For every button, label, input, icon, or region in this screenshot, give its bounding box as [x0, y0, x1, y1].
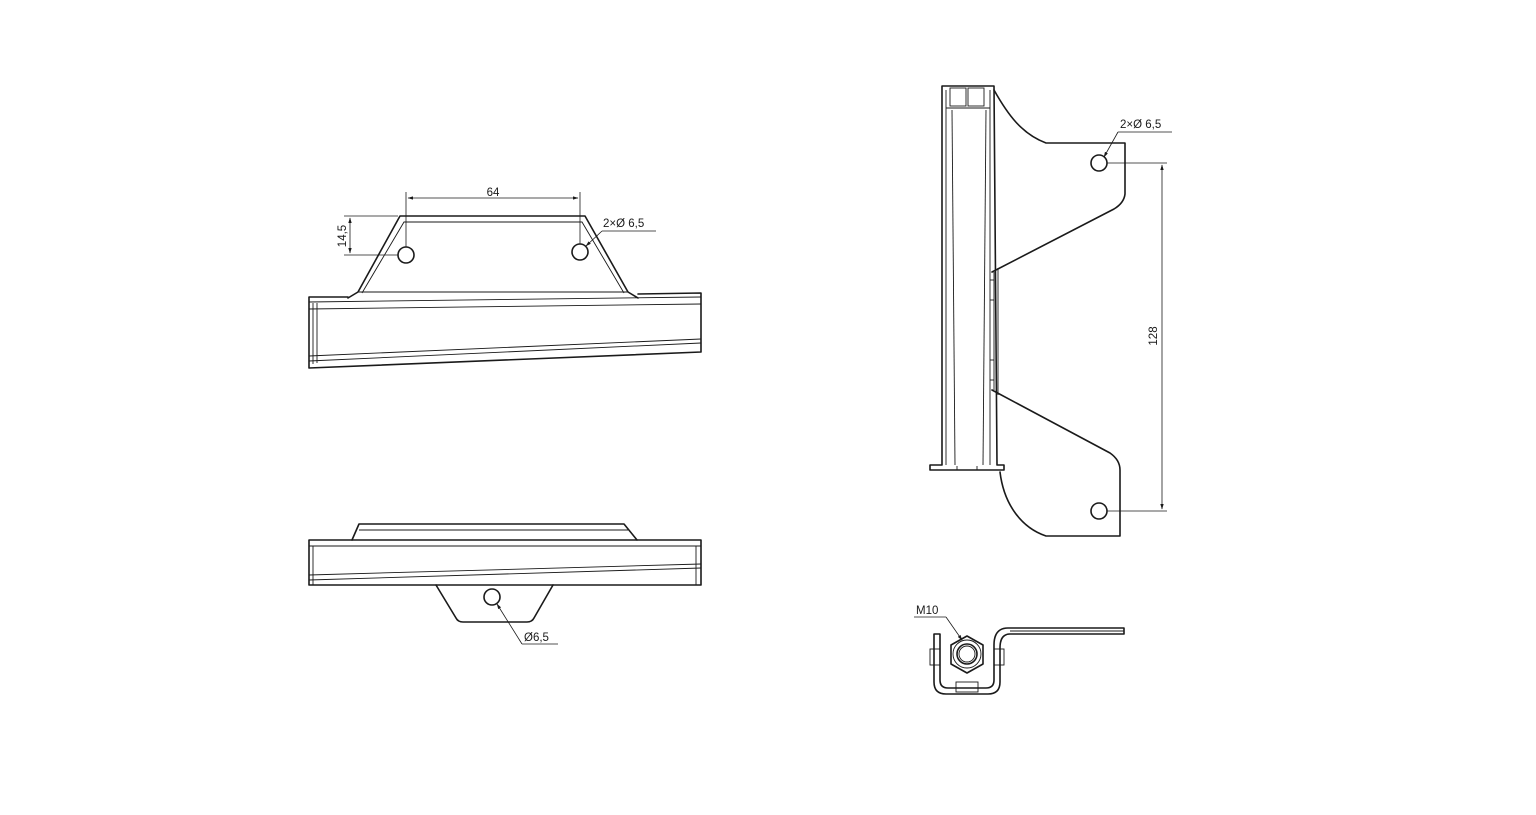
bracket-plate — [347, 215, 639, 299]
vertical-channel — [929, 85, 1005, 471]
mounting-tab — [435, 584, 554, 623]
side-hole-upper — [1090, 154, 1108, 172]
thread-callout: M10 — [914, 605, 963, 641]
tube-top-view — [308, 292, 702, 369]
hole-callout-front-label: Ø6,5 — [524, 632, 549, 644]
tube-front-view — [308, 539, 702, 586]
side-view: 128 2×Ø 6,5 — [929, 85, 1172, 537]
hole-callout-front: Ø6,5 — [496, 603, 558, 645]
front-view: Ø6,5 — [308, 523, 702, 645]
tab-hole — [483, 588, 501, 606]
dim-128-label: 128 — [1148, 326, 1160, 345]
plate-edge — [351, 523, 638, 541]
side-hole-lower — [1090, 502, 1108, 520]
m10-nut — [929, 635, 1005, 693]
mounting-hole-left — [397, 246, 415, 264]
hole-callout-side-label: 2×Ø 6,5 — [1120, 119, 1161, 131]
dim-64-label: 64 — [487, 187, 500, 199]
hole-callout-top-label: 2×Ø 6,5 — [603, 218, 644, 230]
thread-callout-label: M10 — [916, 605, 938, 617]
u-channel — [933, 627, 1125, 695]
top-view: 64 14,5 2×Ø 6,5 — [308, 187, 702, 369]
dimension-14-5: 14,5 — [337, 215, 398, 256]
hole-callout-top: 2×Ø 6,5 — [585, 218, 656, 247]
mounting-hole-right — [571, 243, 589, 261]
side-bracket-plate — [991, 89, 1126, 537]
dim-14-5-label: 14,5 — [337, 225, 349, 247]
hole-callout-side: 2×Ø 6,5 — [1103, 119, 1172, 158]
dimension-128: 128 — [1107, 162, 1167, 512]
end-view: M10 — [914, 605, 1125, 695]
dimension-64: 64 — [405, 187, 581, 247]
